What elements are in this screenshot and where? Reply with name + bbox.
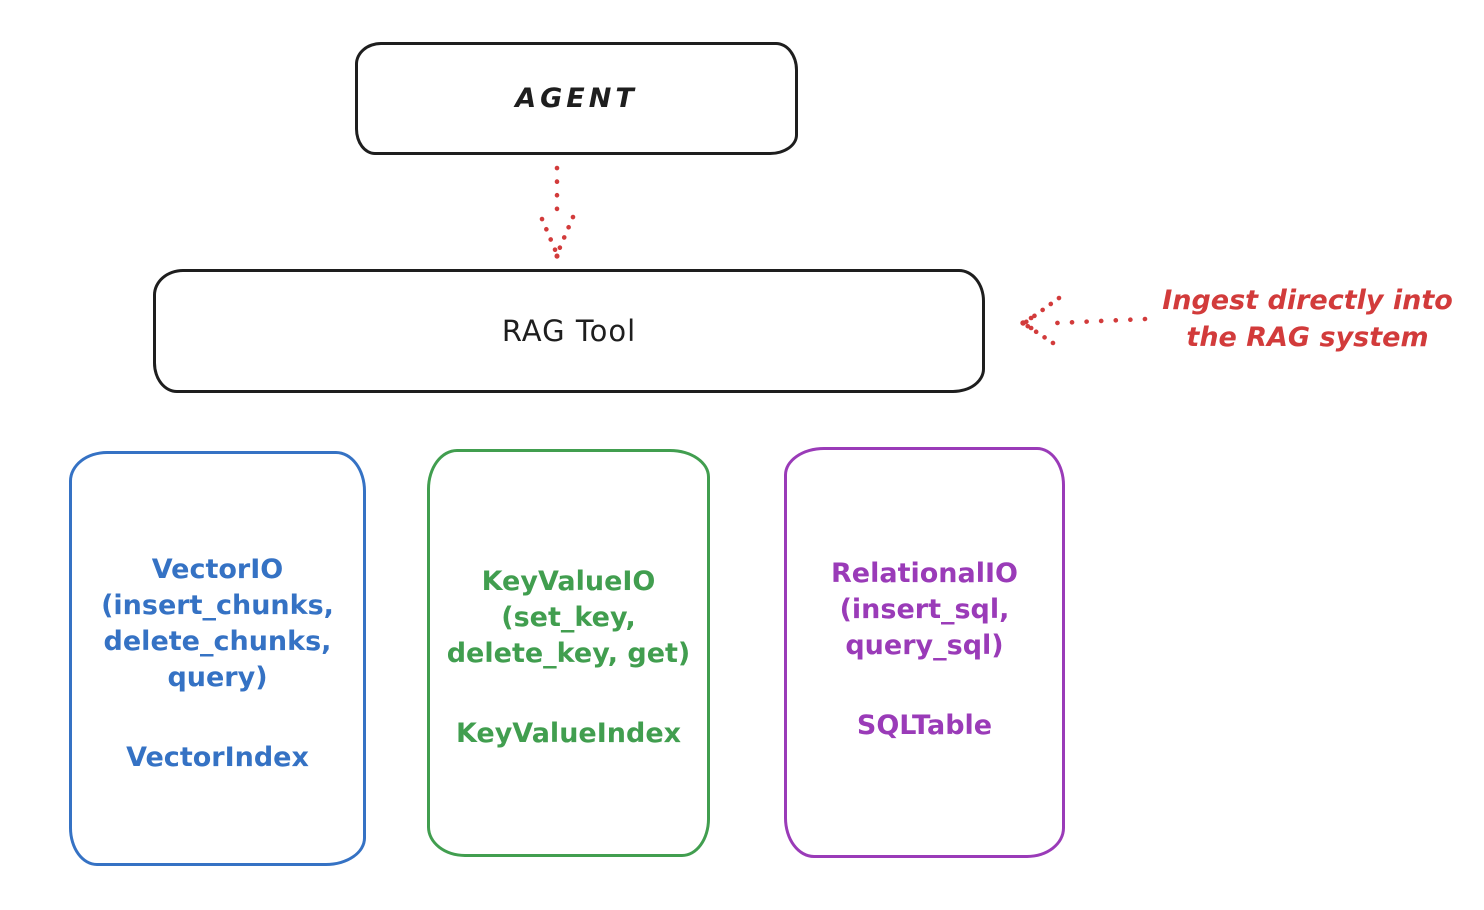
agent-node: AGENT [355,42,798,155]
text-line: (insert_sql, [839,594,1010,625]
ingest-annotation: Ingest directly into the RAG system [1135,282,1480,356]
text-line: (insert_chunks, [101,590,334,621]
vector-index-label: VectorIndex [126,742,309,773]
text-line: delete_chunks, [103,626,332,657]
rag-tool-label: RAG Tool [501,314,637,348]
text-line: VectorIO [151,554,284,585]
vector-io-box: VectorIO (insert_chunks, delete_chunks, … [69,451,366,866]
text-line: (set_key, [501,602,636,633]
relational-io-label: RelationalIO (insert_sql, query_sql) [831,556,1018,664]
sql-table-label: SQLTable [856,710,993,741]
agent-label: AGENT [515,83,638,114]
annotation-line: the RAG system [1186,322,1429,353]
rag-tool-node: RAG Tool [153,269,985,393]
text-line: KeyValueIO [481,566,656,597]
text-line: RelationalIO [831,558,1018,589]
agent-to-rag-tool-arrow [539,165,576,259]
keyvalue-io-label: KeyValueIO (set_key, delete_key, get) [447,564,691,672]
keyvalue-index-label: KeyValueIndex [455,718,682,749]
text-line: query) [167,662,268,693]
vector-io-label: VectorIO (insert_chunks, delete_chunks, … [101,552,334,696]
ingest-into-rag-arrow [1020,295,1148,346]
text-line: delete_key, get) [446,638,691,669]
relational-io-box: RelationalIO (insert_sql, query_sql) SQL… [784,447,1065,858]
annotation-line: Ingest directly into [1162,285,1453,316]
text-line: query_sql) [845,630,1004,661]
keyvalue-io-box: KeyValueIO (set_key, delete_key, get) Ke… [427,449,710,857]
